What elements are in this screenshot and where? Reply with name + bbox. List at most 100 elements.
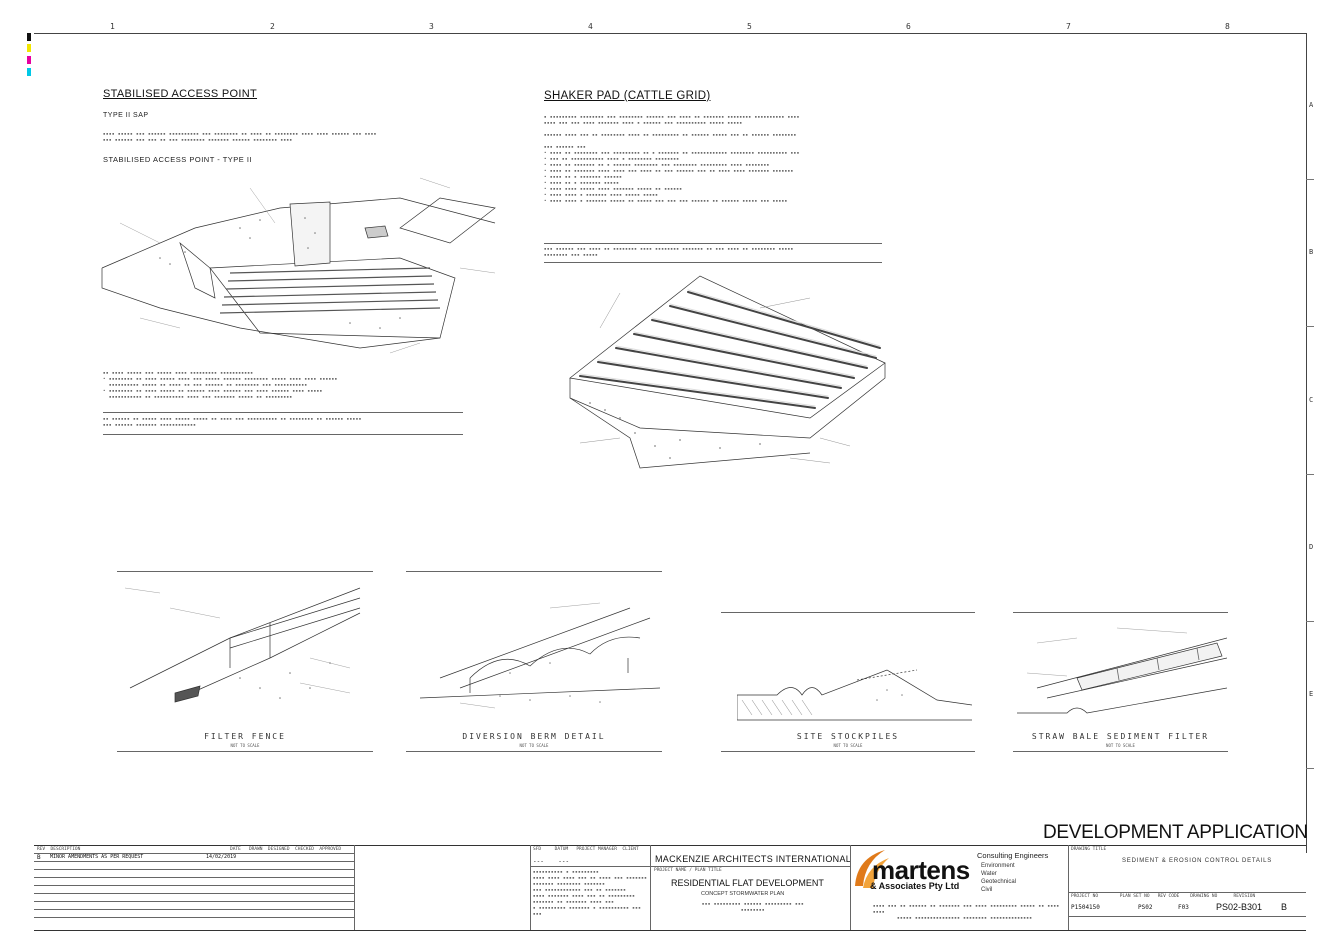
sap-type: TYPE II SAP bbox=[103, 112, 149, 119]
titleblock-rule bbox=[1068, 916, 1306, 917]
titleblock-top-rule bbox=[34, 845, 1306, 846]
development-application-stamp: DEVELOPMENT APPLICATION bbox=[1043, 822, 1308, 843]
column-number: 3 bbox=[429, 22, 434, 31]
discipline-environment: Environment bbox=[981, 863, 1015, 869]
row-tick bbox=[1306, 621, 1314, 622]
titleblock-bottom-rule bbox=[34, 930, 1306, 931]
sap-title: STABILISED ACCESS POINT bbox=[103, 88, 258, 100]
revision-table-rule bbox=[34, 901, 354, 902]
disclaimer-text: ▪▪▪▪▪▪▪▪▪▪ ▪ ▪▪▪▪▪▪▪▪▪ ▪▪▪▪ ▪▪▪▪ ▪▪▪▪ ▪▪… bbox=[533, 869, 648, 916]
plan-name: CONCEPT STORMWATER PLAN bbox=[701, 891, 785, 897]
titleblock-divider bbox=[530, 845, 531, 930]
column-number: 5 bbox=[747, 22, 752, 31]
shaker-note-lines: ▪ ▪▪▪▪▪▪▪▪▪ ▪▪▪▪▪▪▪▪ ▪▪▪ ▪▪▪▪▪▪▪▪ ▪▪▪▪▪▪… bbox=[544, 114, 800, 203]
row-letter: A bbox=[1309, 101, 1314, 109]
revision-table-rule bbox=[34, 869, 354, 870]
stockpiles-scale: NOT TO SCALE bbox=[833, 743, 863, 748]
drawing-title-label: DRAWING TITLE bbox=[1071, 847, 1107, 852]
straw-bale-title: STRAW BALE SEDIMENT FILTER bbox=[1031, 732, 1210, 741]
titleblock-rule bbox=[1068, 892, 1306, 893]
sap-footnote: ▪▪ ▪▪▪▪▪▪ ▪▪ ▪▪▪▪▪ ▪▪▪▪ ▪▪▪▪▪ ▪▪▪▪▪ ▪▪ ▪… bbox=[103, 416, 362, 427]
shaker-note-rule bbox=[544, 243, 882, 244]
row-tick bbox=[1306, 179, 1314, 180]
sap-note-rule bbox=[103, 412, 463, 413]
print-mark-yellow bbox=[27, 44, 31, 52]
titleblock-field-labels: SFD DATUM PROJECT MANAGER CLIENT bbox=[533, 847, 639, 852]
sap-note-rule bbox=[103, 434, 463, 435]
diversion-berm-scale: NOT TO SCALE bbox=[519, 743, 549, 748]
client-name: MACKENZIE ARCHITECTS INTERNATIONAL bbox=[655, 854, 852, 864]
revision-table-rule bbox=[34, 893, 354, 894]
project-number: P1504150 bbox=[1071, 904, 1100, 911]
diversion-berm-top-rule bbox=[406, 571, 662, 572]
row-letter: D bbox=[1309, 543, 1314, 551]
titleblock-rule bbox=[650, 866, 850, 867]
print-mark-cyan bbox=[27, 68, 31, 76]
print-mark-magenta bbox=[27, 56, 31, 64]
shaker-footnote: ▪▪▪ ▪▪▪▪▪▪ ▪▪▪ ▪▪▪▪ ▪▪ ▪▪▪▪▪▪▪▪ ▪▪▪▪ ▪▪▪… bbox=[544, 246, 794, 257]
column-number: 2 bbox=[270, 22, 275, 31]
consultant-contact: ▪▪▪▪ ▪▪▪ ▪▪ ▪▪▪▪▪▪ ▪▪ ▪▪▪▪▪▪▪ ▪▪▪ ▪▪▪▪ ▪… bbox=[873, 903, 1060, 920]
discipline-civil: Civil bbox=[981, 887, 993, 893]
row-letter: C bbox=[1309, 396, 1314, 404]
straw-bale-drawing bbox=[1017, 627, 1227, 714]
filter-fence-drawing bbox=[124, 587, 361, 703]
straw-bale-scale: NOT TO SCALE bbox=[1106, 743, 1135, 748]
sap-subheading: STABILISED ACCESS POINT - TYPE II bbox=[103, 155, 253, 164]
row-letter: B bbox=[1309, 248, 1314, 256]
row-tick bbox=[1306, 768, 1314, 769]
diversion-berm-bottom-rule bbox=[406, 751, 662, 752]
martens-logo-sub: & Associates Pty Ltd bbox=[870, 881, 960, 891]
titleblock-divider bbox=[650, 845, 651, 930]
filter-fence-bottom-rule bbox=[117, 751, 373, 752]
plan-set-number: PS02 bbox=[1138, 904, 1153, 911]
revision-table-rule bbox=[34, 909, 354, 910]
sheet-revision: B bbox=[1281, 902, 1288, 912]
filter-fence-top-rule bbox=[117, 571, 373, 572]
column-number: 6 bbox=[906, 22, 911, 31]
titleblock-rule bbox=[530, 866, 650, 867]
project-label: PROJECT NAME / PLAN TITLE bbox=[654, 868, 722, 873]
consultant-tagline: Consulting Engineers bbox=[977, 851, 1049, 860]
column-number: 4 bbox=[588, 22, 593, 31]
drawing-title: SEDIMENT & EROSION CONTROL DETAILS bbox=[1122, 858, 1273, 864]
project-name: RESIDENTIAL FLAT DEVELOPMENT bbox=[671, 878, 824, 888]
sheet-frame-right bbox=[1306, 33, 1307, 853]
revision-table-rule bbox=[34, 885, 354, 886]
revision-code: F03 bbox=[1178, 904, 1189, 911]
stockpiles-bottom-rule bbox=[721, 751, 975, 752]
row-tick bbox=[1306, 474, 1314, 475]
revision-description: MINOR AMENDMENTS AS PER REQUEST bbox=[50, 854, 144, 860]
titleblock-field-values: --- --- bbox=[533, 858, 570, 865]
sap-note-lines: ▪▪▪▪ ▪▪▪▪▪ ▪▪▪ ▪▪▪▪▪▪ ▪▪▪▪▪▪▪▪▪▪ ▪▪▪ ▪▪▪… bbox=[103, 131, 377, 142]
revision-table-rule bbox=[34, 917, 354, 918]
revision-date: 14/02/2019 bbox=[206, 854, 237, 860]
project-address: ▪▪▪ ▪▪▪▪▪▪▪▪▪ ▪▪▪▪▪▪ ▪▪▪▪▪▪▪▪▪ ▪▪▪▪▪▪▪▪▪… bbox=[701, 901, 805, 912]
revision-table-rule bbox=[34, 861, 354, 862]
shaker-note-rule bbox=[544, 262, 882, 263]
diversion-berm-drawing bbox=[419, 602, 660, 709]
diversion-berm-title: DIVERSION BERM DETAIL bbox=[462, 732, 606, 741]
filter-fence-title: FILTER FENCE bbox=[204, 732, 286, 741]
martens-logo: martens bbox=[872, 855, 970, 885]
shaker-pad-drawing bbox=[569, 275, 886, 469]
filter-fence-scale: NOT TO SCALE bbox=[230, 743, 260, 748]
revision-rev: B bbox=[37, 854, 41, 861]
revision-date-header: DATE DRAWN DESIGNED CHECKED APPROVED bbox=[230, 847, 342, 852]
stockpiles-top-rule bbox=[721, 612, 975, 613]
sheet-frame-top bbox=[34, 33, 1306, 34]
print-mark-black bbox=[27, 33, 31, 41]
row-letter: E bbox=[1309, 690, 1314, 698]
discipline-geotechnical: Geotechnical bbox=[981, 879, 1017, 885]
column-number: 7 bbox=[1066, 22, 1071, 31]
titleblock-divider bbox=[850, 845, 851, 930]
martens-logo-swoosh bbox=[855, 850, 889, 888]
column-number: 8 bbox=[1225, 22, 1230, 31]
revision-table-rule bbox=[34, 853, 354, 854]
straw-bale-bottom-rule bbox=[1013, 751, 1228, 752]
stockpiles-title: SITE STOCKPILES bbox=[796, 732, 900, 741]
row-tick bbox=[1306, 326, 1314, 327]
drawing-number-labels: PROJECT NO PLAN SET NO REV CODE DRAWING … bbox=[1071, 894, 1256, 899]
sap-bullet-notes: ▪▪ ▪▪▪▪ ▪▪▪▪▪ ▪▪▪ ▪▪▪▪▪ ▪▪▪▪ ▪▪▪▪▪▪▪▪▪ ▪… bbox=[103, 370, 338, 399]
